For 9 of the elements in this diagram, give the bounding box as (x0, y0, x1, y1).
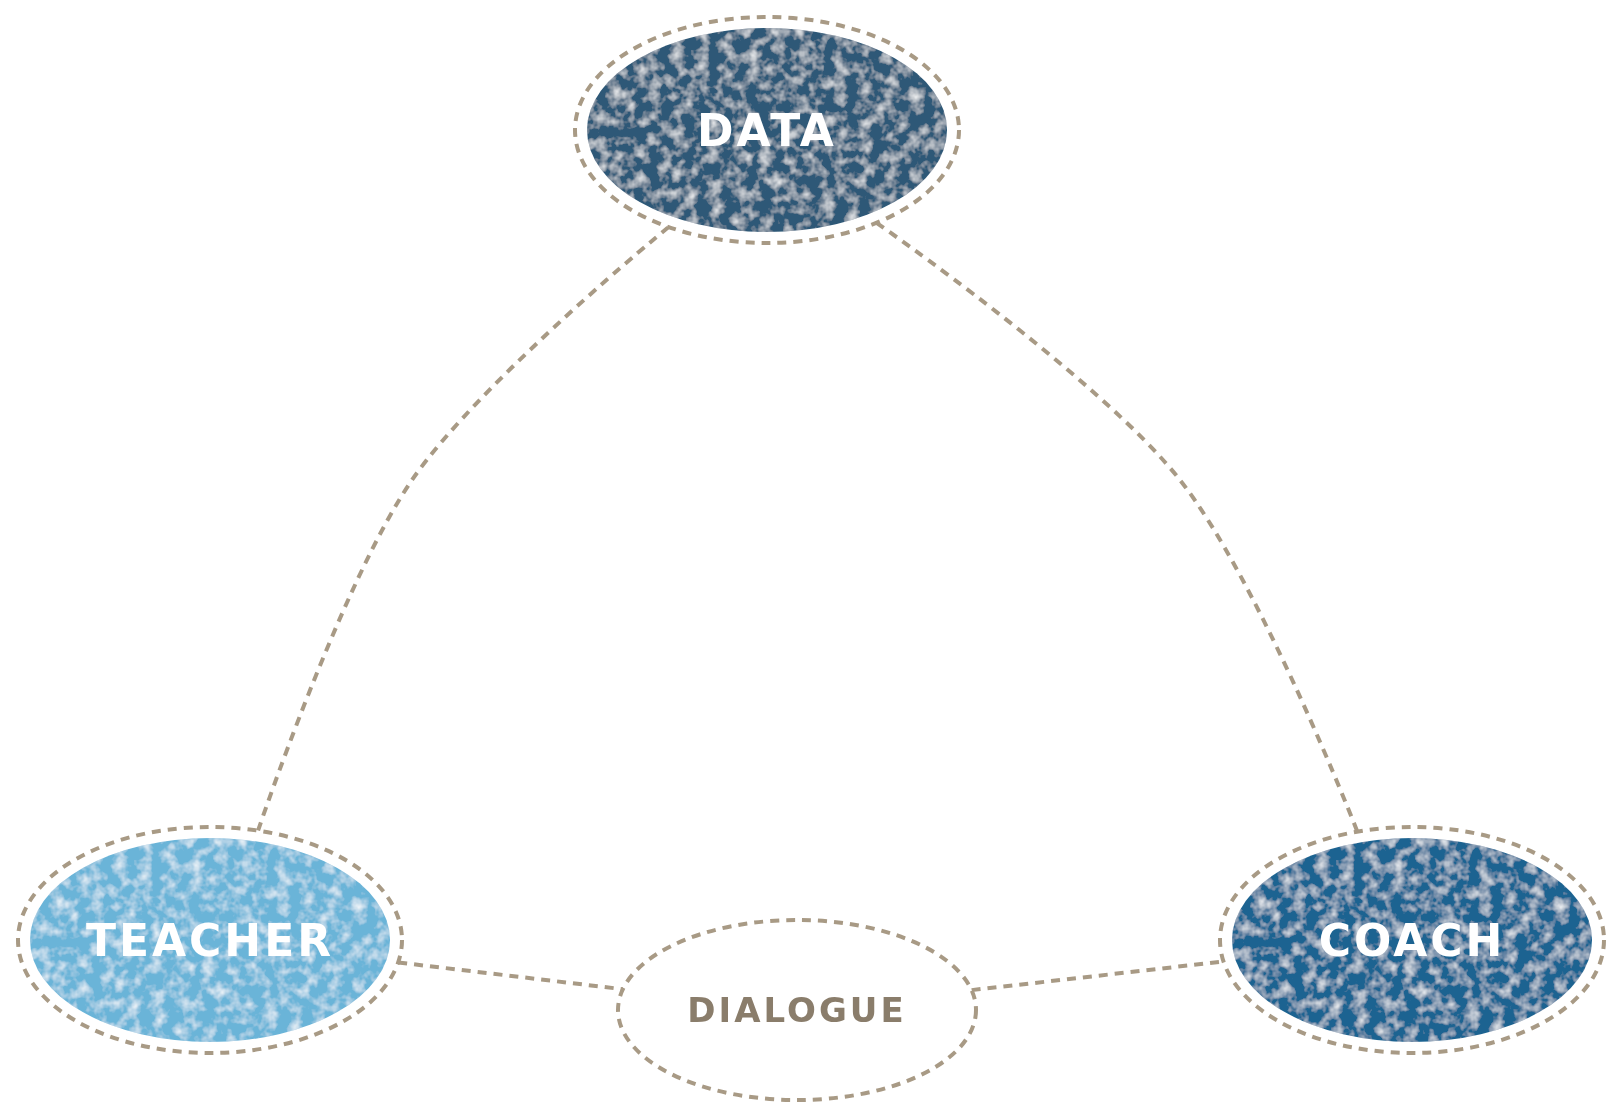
ellipse-node (572, 14, 962, 246)
node-label: DIALOGUE (686, 990, 908, 1030)
dashed-connector (256, 225, 670, 832)
ellipse-node (1217, 824, 1607, 1056)
ellipse-node (615, 917, 979, 1103)
dashed-connector (875, 221, 1360, 833)
node-label: TEACHER (84, 914, 336, 966)
ellipse-node (15, 824, 405, 1056)
node-label: DATA (696, 104, 838, 156)
